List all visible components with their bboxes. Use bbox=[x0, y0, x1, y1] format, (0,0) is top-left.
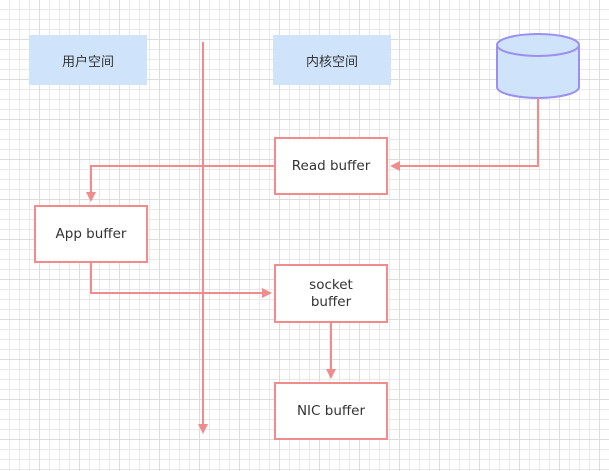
nic-buffer-node[interactable]: NIC buffer bbox=[274, 382, 388, 440]
app-buffer-node[interactable]: App buffer bbox=[34, 205, 148, 263]
socket-buffer-node[interactable]: socket buffer bbox=[274, 264, 388, 323]
database-icon[interactable] bbox=[496, 33, 580, 99]
database-to-read-buffer-arrow bbox=[390, 98, 539, 171]
read-buffer-node[interactable]: Read buffer bbox=[274, 137, 388, 195]
app-buffer-to-socket-buffer-arrow bbox=[90, 263, 272, 298]
kernel-space-label: 内核空间 bbox=[273, 35, 391, 85]
user-space-label: 用户空间 bbox=[29, 35, 147, 85]
read-buffer-to-app-buffer-arrow bbox=[86, 165, 274, 202]
